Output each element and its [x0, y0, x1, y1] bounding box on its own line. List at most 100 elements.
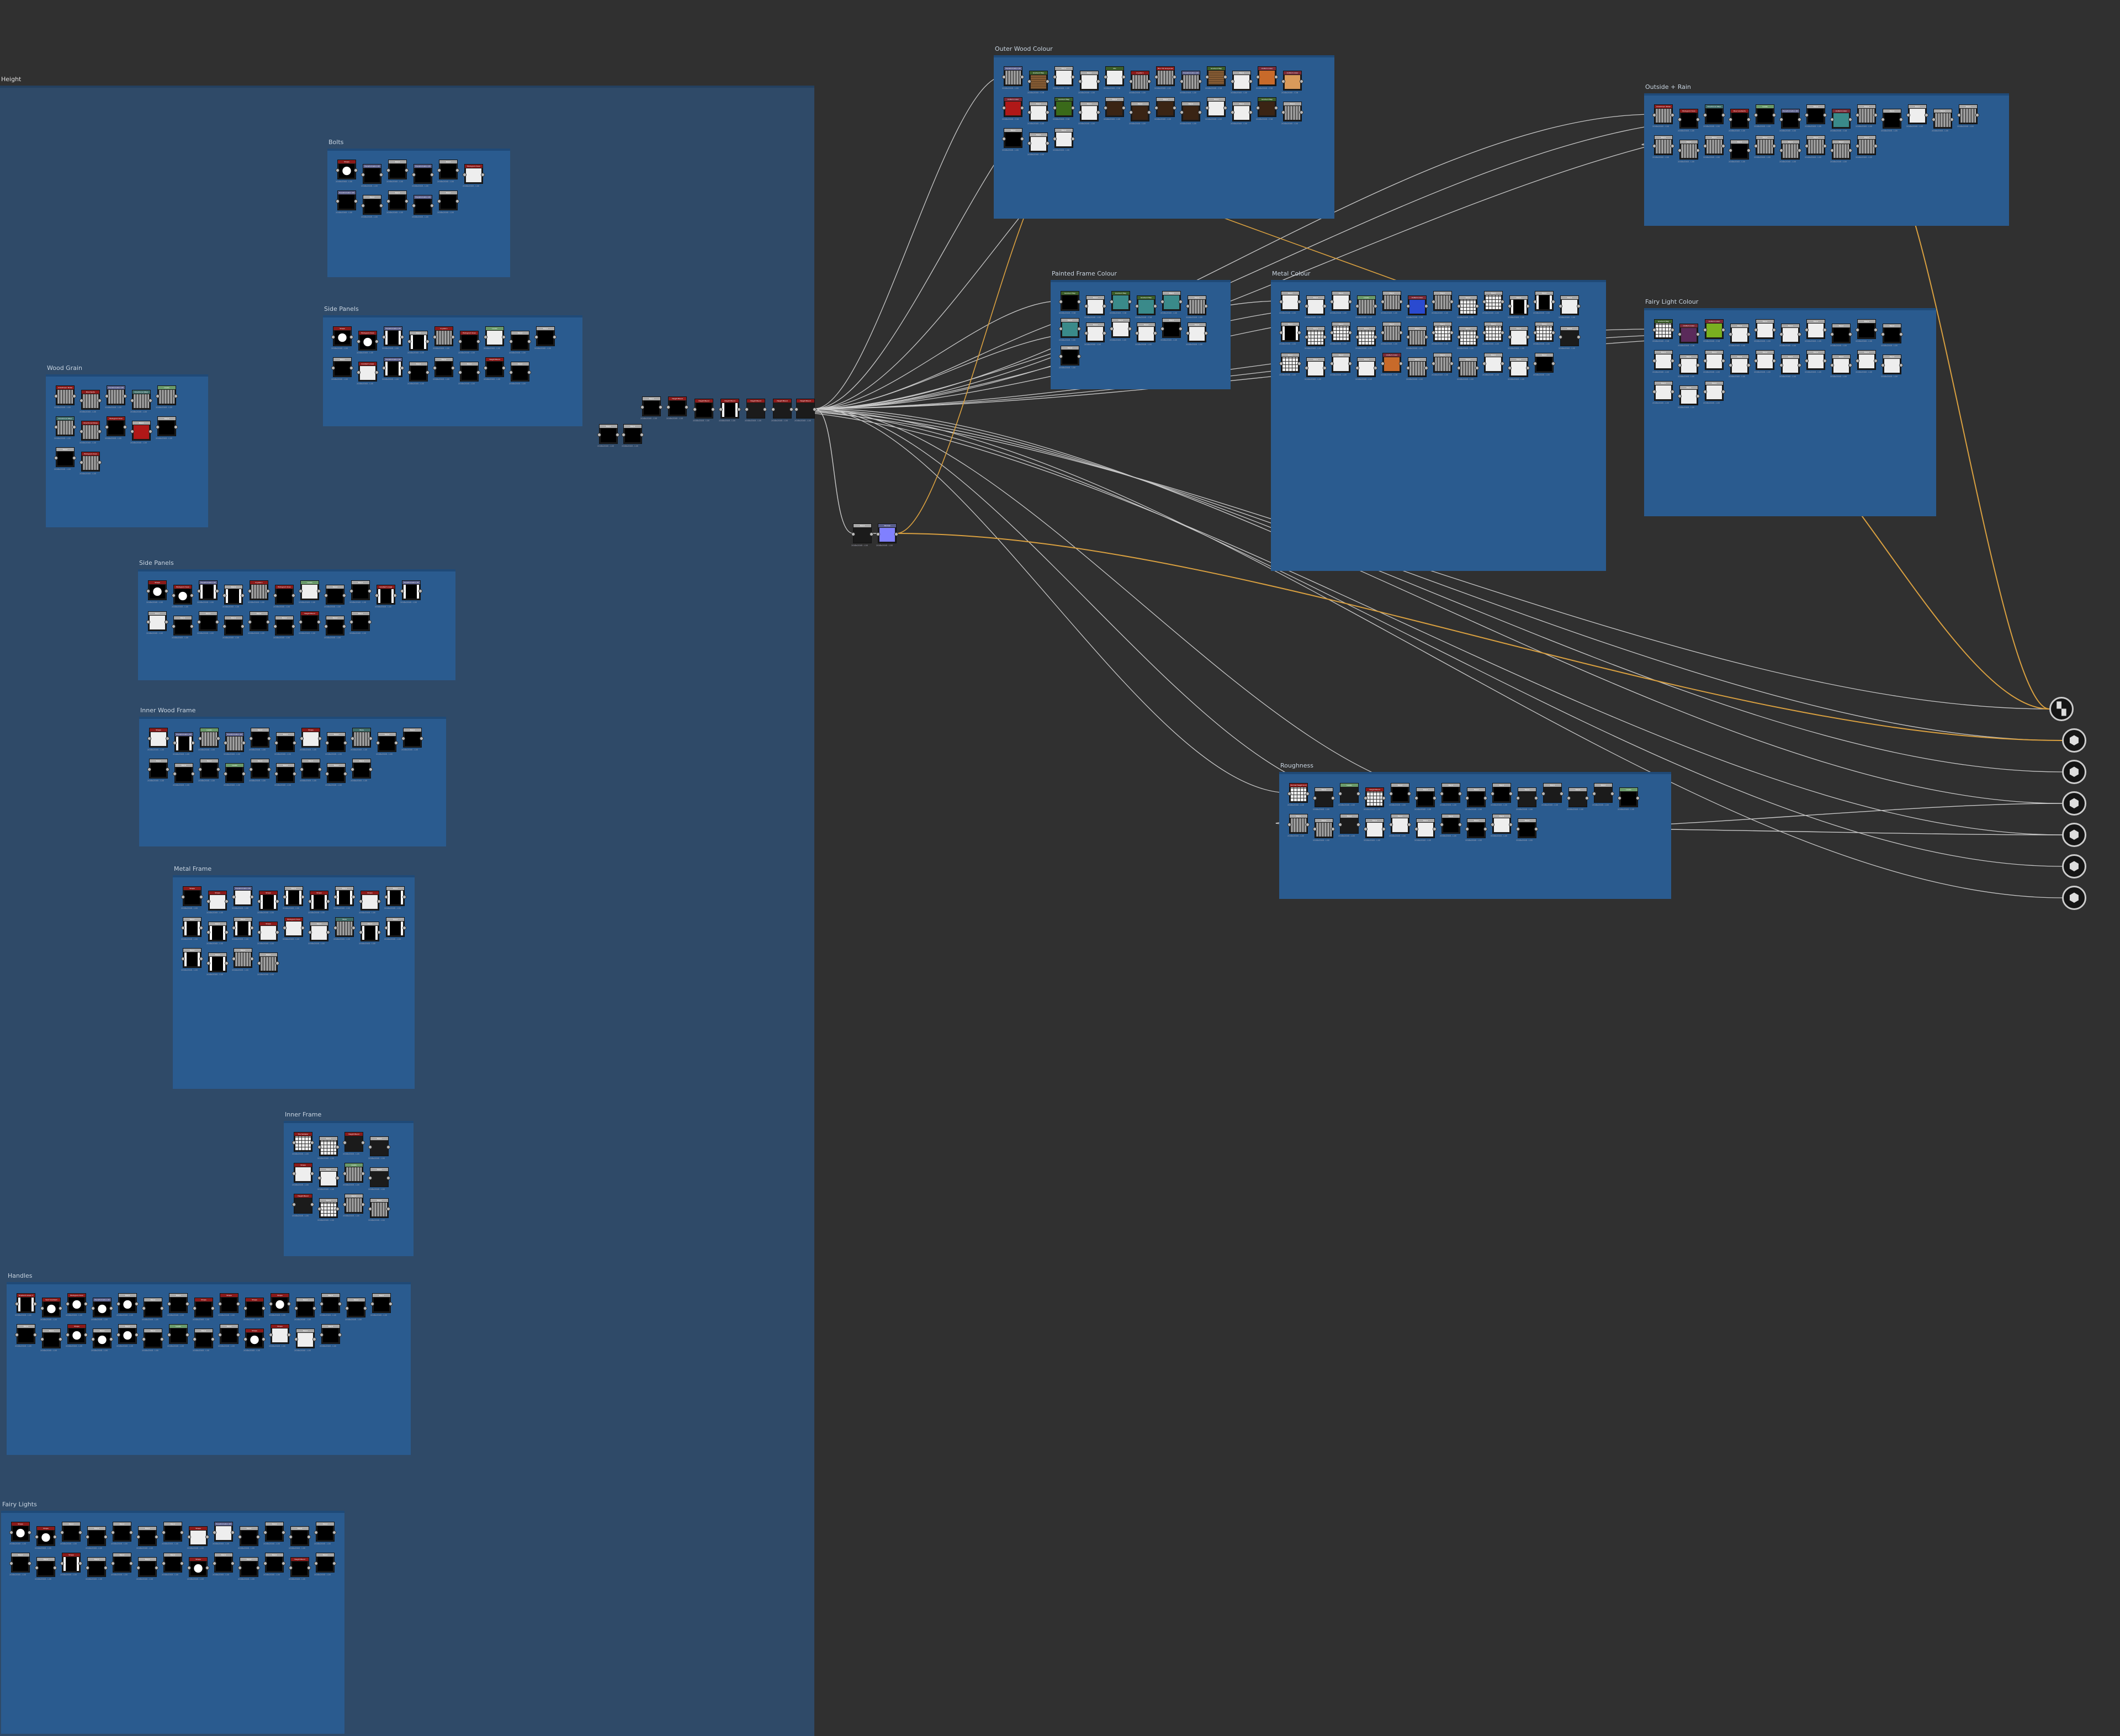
output-pin[interactable] — [405, 168, 409, 172]
input-pin[interactable] — [213, 1531, 216, 1534]
output-pin[interactable] — [476, 371, 480, 374]
output-pin[interactable] — [1204, 331, 1208, 336]
output-pin[interactable] — [1399, 362, 1403, 366]
input-pin[interactable] — [1432, 331, 1435, 335]
input-pin[interactable] — [375, 594, 379, 597]
input-pin[interactable] — [232, 926, 236, 930]
output-pin[interactable] — [393, 594, 397, 597]
output-pin[interactable] — [1577, 335, 1581, 339]
input-pin[interactable] — [299, 620, 303, 624]
output-pin[interactable] — [1374, 366, 1377, 370]
output-pin[interactable] — [1747, 332, 1751, 336]
output-pin[interactable] — [402, 926, 406, 930]
output-pin[interactable] — [349, 366, 353, 370]
output-pin[interactable] — [149, 399, 152, 403]
input-pin[interactable] — [333, 895, 337, 899]
output-pin[interactable] — [1297, 300, 1301, 304]
output-pin[interactable] — [155, 1566, 158, 1570]
output-pin[interactable] — [282, 1531, 285, 1534]
output-pin[interactable] — [1020, 137, 1024, 141]
output-pin[interactable] — [1874, 113, 1878, 117]
output-pin[interactable] — [149, 430, 152, 433]
output-pin[interactable] — [1046, 80, 1050, 83]
output-pin[interactable] — [1772, 113, 1776, 117]
input-pin[interactable] — [1279, 362, 1283, 366]
input-pin[interactable] — [136, 1535, 140, 1539]
output-pin[interactable] — [789, 407, 793, 411]
input-pin[interactable] — [213, 1562, 216, 1565]
output-pin[interactable] — [400, 335, 404, 339]
input-pin[interactable] — [1305, 304, 1308, 308]
input-pin[interactable] — [1618, 796, 1621, 800]
output-pin[interactable] — [98, 430, 102, 433]
input-pin[interactable] — [1881, 118, 1885, 121]
output-pin[interactable] — [1153, 331, 1157, 336]
output-pin[interactable] — [1671, 390, 1674, 394]
input-pin[interactable] — [1830, 149, 1834, 152]
output-pin[interactable] — [640, 433, 644, 437]
input-pin[interactable] — [384, 926, 388, 930]
output-pin[interactable] — [476, 340, 480, 343]
input-pin[interactable] — [105, 425, 109, 429]
output-pin[interactable] — [1874, 359, 1878, 363]
input-pin[interactable] — [111, 1562, 115, 1565]
output-pin[interactable] — [386, 1207, 390, 1211]
output-pin[interactable] — [72, 456, 76, 460]
output-pin[interactable] — [1424, 304, 1428, 308]
input-pin[interactable] — [147, 737, 151, 740]
input-pin[interactable] — [1406, 335, 1410, 339]
output-pin[interactable] — [104, 1566, 108, 1570]
output-pin[interactable] — [369, 768, 373, 771]
input-pin[interactable] — [386, 199, 390, 203]
output-pin[interactable] — [659, 405, 662, 409]
input-pin[interactable] — [349, 620, 353, 624]
input-pin[interactable] — [484, 335, 487, 339]
input-pin[interactable] — [1729, 149, 1732, 152]
output-pin[interactable] — [307, 1566, 311, 1570]
output-pin[interactable] — [1077, 300, 1081, 304]
input-pin[interactable] — [1414, 796, 1418, 800]
output-pin[interactable] — [84, 1302, 88, 1306]
output-pin[interactable] — [317, 620, 321, 624]
input-pin[interactable] — [167, 1333, 171, 1337]
